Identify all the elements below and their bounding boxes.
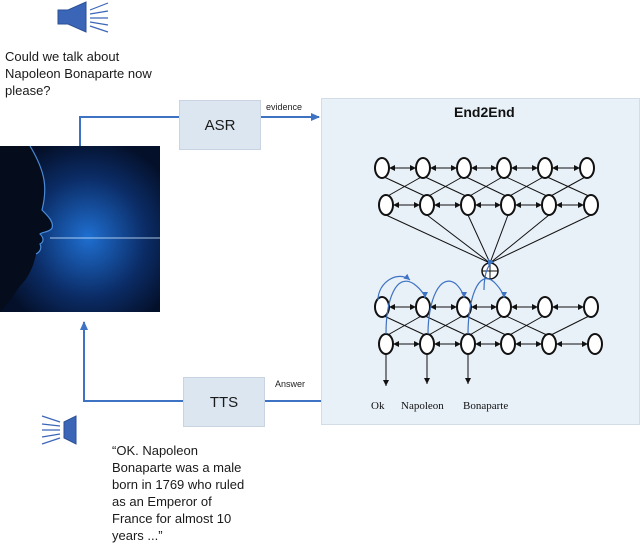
attention-arc [483, 259, 495, 291]
asr-box: ASR [179, 100, 261, 150]
tts-label: TTS [209, 393, 239, 411]
decoder-node [460, 333, 476, 355]
tts-box: TTS [183, 377, 265, 427]
output-token-ok: Ok [371, 400, 385, 412]
attention-arc [467, 278, 507, 335]
encoder-node [374, 157, 390, 179]
decoder-node [541, 333, 557, 355]
encoder-node [456, 157, 472, 179]
end2end-title: End2End [454, 104, 515, 120]
network-edge [426, 175, 465, 198]
network-edge [507, 175, 546, 198]
encoder-node [537, 157, 553, 179]
attention-arc [427, 280, 467, 335]
output-token-bonaparte: Bonaparte [463, 400, 509, 412]
decoder-node [496, 296, 512, 318]
network-edge [548, 175, 588, 198]
attention-arc [385, 280, 428, 335]
network-edge [385, 175, 424, 198]
decoder-node [537, 296, 553, 318]
speaker-icon [57, 1, 109, 33]
encoder-node [460, 194, 476, 216]
network-edge [426, 314, 465, 337]
decoder-node [583, 296, 599, 318]
output-token-napoleon: Napoleon [401, 400, 444, 412]
end2end-network [374, 157, 603, 386]
decoder-node [587, 333, 603, 355]
asr-label: ASR [204, 116, 236, 134]
encoder-node [500, 194, 516, 216]
attention-arc [377, 273, 411, 301]
encoder-node [415, 157, 431, 179]
decoder-node [419, 333, 435, 355]
system-response: “OK. Napoleon Bonaparte was a male born … [112, 443, 245, 543]
encoder-to-combiner-edge [385, 214, 491, 264]
network-edge [385, 314, 424, 337]
encoder-to-combiner-edge [489, 214, 592, 264]
user-utterance: Could we talk about Napoleon Bonaparte n… [5, 49, 152, 98]
tts-to-image-arrow [80, 321, 183, 402]
encoder-node [583, 194, 599, 216]
encoder-node [579, 157, 595, 179]
answer-label: Answer [275, 379, 306, 389]
image-to-asr-arrow [79, 116, 179, 146]
encoder-to-combiner-edge [467, 214, 491, 264]
speaker-icon [41, 415, 77, 445]
end2end-panel [321, 98, 640, 425]
encoder-to-combiner-edge [489, 214, 509, 264]
decoder-node [415, 296, 431, 318]
network-edge [548, 314, 592, 337]
encoder-to-combiner-edge [489, 214, 550, 264]
encoder-node [378, 194, 394, 216]
decoder-node [378, 333, 394, 355]
network-edge [507, 314, 546, 337]
encoder-node [541, 194, 557, 216]
network-edge [467, 175, 505, 198]
decoder-node [500, 333, 516, 355]
evidence-label: evidence [266, 102, 303, 112]
voice-waveform-image [0, 146, 160, 312]
encoder-node [419, 194, 435, 216]
encoder-node [496, 157, 512, 179]
decoder-node [374, 296, 390, 318]
network-edge [467, 314, 505, 337]
encoder-to-combiner-edge [426, 214, 491, 264]
